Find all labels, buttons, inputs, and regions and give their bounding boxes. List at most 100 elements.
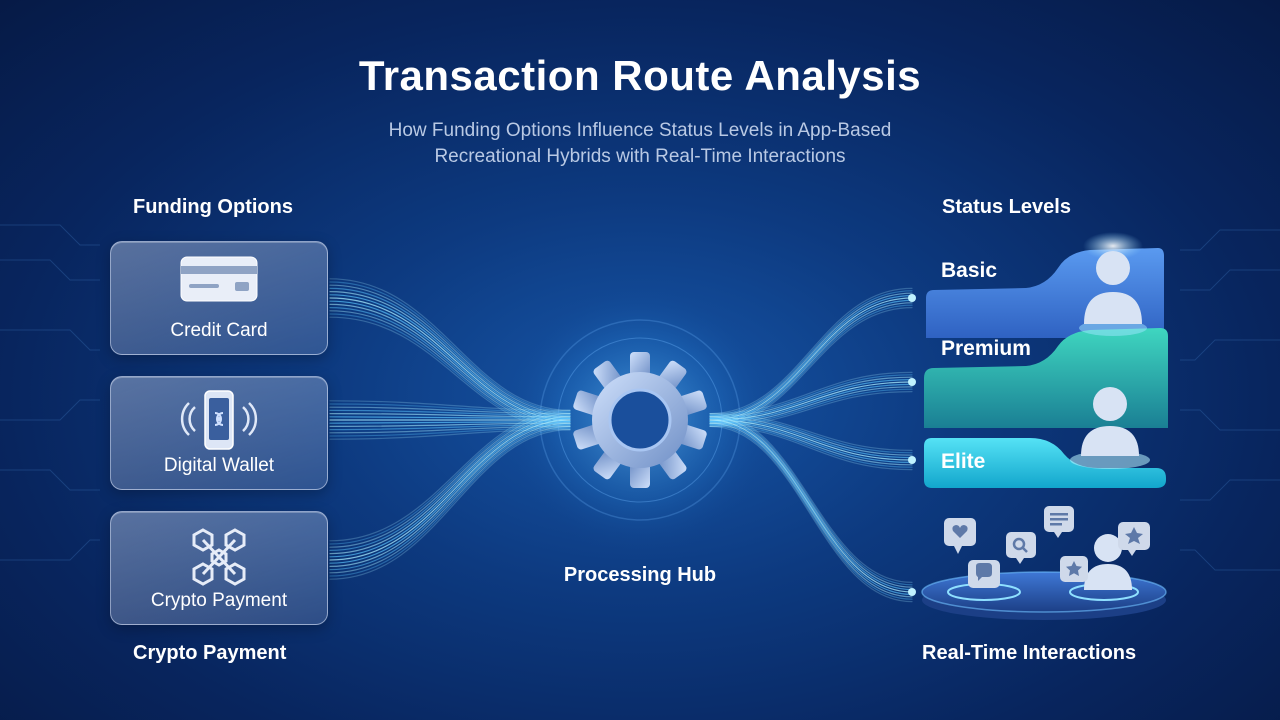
flow-stream-right	[709, 417, 913, 459]
flow-stream-right	[709, 302, 913, 424]
flow-stream-right	[709, 371, 913, 415]
user-avatar-icon	[1070, 387, 1150, 469]
page-title: Transaction Route Analysis	[358, 52, 922, 99]
subtitle-line-2: Recreational Hybrids with Real-Time Inte…	[434, 146, 846, 167]
flow-stream-right	[709, 425, 913, 471]
subtitle-line-1: How Funding Options Influence Status Lev…	[388, 120, 892, 141]
flow-stream-left	[329, 414, 571, 551]
flow-stream-right	[709, 376, 913, 418]
credit-card-icon	[111, 254, 327, 304]
funding-card-crypto-payment[interactable]: Crypto Payment	[110, 511, 328, 625]
star-bubble-icon	[1118, 522, 1150, 556]
processing-hub-label: Processing Hub	[563, 564, 717, 586]
funding-card-label: Digital Wallet	[163, 455, 275, 476]
status-levels-heading: Status Levels	[942, 196, 1071, 218]
star-bubble-icon	[1060, 556, 1088, 582]
flow-stream-right	[709, 425, 913, 603]
phone-wallet-icon	[111, 389, 327, 455]
gear-tooth	[630, 352, 650, 378]
flow-stream-right	[709, 422, 913, 598]
flow-stream-left	[329, 422, 571, 567]
real-time-interactions-label: Real-Time Interactions	[922, 642, 1137, 664]
flow-stream-right	[709, 417, 913, 591]
funding-options-heading: Funding Options	[133, 196, 293, 218]
flow-stream-left	[329, 424, 571, 571]
flow-stream-right	[709, 422, 913, 466]
gear-tooth	[630, 462, 650, 488]
flow-stream-right	[709, 414, 913, 454]
flow-stream-right	[709, 413, 913, 583]
flow-stream-left	[329, 291, 571, 418]
flow-stream-left	[329, 416, 571, 555]
interactions-graphic	[921, 506, 1167, 620]
flow-stream-left	[329, 409, 571, 542]
flow-endpoint	[908, 378, 916, 386]
circuit-lines-right	[1180, 229, 1280, 571]
flow-stream-left	[329, 278, 571, 411]
flow-stream-left	[329, 413, 571, 418]
flow-stream-left	[329, 294, 571, 419]
flow-stream-right	[709, 297, 913, 421]
flow-stream-left	[329, 281, 571, 413]
flow-stream-right	[709, 419, 913, 593]
flow-stream-left	[329, 300, 571, 423]
flow-stream-left	[329, 417, 571, 558]
flow-stream-left	[329, 425, 571, 574]
flow-stream-right	[709, 295, 913, 419]
flow-endpoint	[908, 294, 916, 302]
heart-bubble-icon	[944, 518, 976, 554]
search-bubble-icon	[1006, 532, 1036, 564]
message-bubble-icon	[1044, 506, 1074, 538]
flow-stream-right	[709, 292, 913, 418]
flow-stream-left	[329, 419, 571, 561]
flow-stream-left	[329, 421, 571, 564]
funding-footer-label: Crypto Payment	[133, 642, 287, 664]
flow-stream-right	[709, 287, 913, 415]
chat-bubble-icon	[968, 560, 1000, 588]
funding-card-credit-card[interactable]: Credit Card	[110, 241, 328, 355]
flow-stream-left	[329, 429, 571, 580]
flow-stream-right	[709, 424, 913, 600]
flow-stream-left	[329, 400, 571, 411]
status-tiers-graphic	[924, 232, 1168, 488]
flow-stream-left	[329, 307, 571, 426]
flow-stream-right	[709, 374, 913, 416]
flow-stream-left	[329, 411, 571, 545]
flow-stream-left	[329, 316, 571, 431]
flow-stream-right	[709, 416, 913, 456]
flow-stream-left	[329, 310, 571, 427]
flow-stream-right	[709, 413, 913, 451]
user-avatar-icon	[1084, 534, 1132, 590]
flow-stream-right	[709, 290, 913, 416]
gear-icon	[566, 346, 714, 494]
flow-stream-right	[709, 424, 913, 468]
status-level-premium: Premium	[941, 337, 1031, 360]
flow-stream-left	[329, 416, 571, 419]
flow-stream-left	[329, 427, 571, 577]
flow-stream-left	[329, 409, 571, 416]
flow-stream-right	[709, 419, 913, 461]
flow-stream-right	[709, 379, 913, 419]
flow-stream-left	[329, 303, 571, 424]
circuit-lines-left	[0, 224, 100, 561]
user-avatar-icon	[1079, 251, 1147, 336]
flow-stream-right	[709, 414, 913, 586]
flow-endpoint	[908, 456, 916, 464]
flow-stream-left	[329, 284, 571, 415]
funding-card-label: Credit Card	[170, 320, 268, 341]
funding-card-label: Crypto Payment	[150, 590, 288, 611]
status-level-basic: Basic	[941, 259, 998, 282]
flow-stream-right	[709, 421, 913, 463]
flow-stream-left	[329, 403, 571, 413]
crypto-network-icon	[111, 524, 327, 590]
flow-stream-left	[329, 413, 571, 548]
flow-stream-left	[329, 297, 571, 421]
flow-stream-left	[329, 287, 571, 416]
funding-card-digital-wallet[interactable]: Digital Wallet	[110, 376, 328, 490]
status-level-elite: Elite	[941, 450, 986, 473]
flow-stream-left	[329, 406, 571, 415]
flow-stream-right	[709, 416, 913, 588]
elite-tier	[924, 438, 1166, 488]
flow-stream-right	[709, 421, 913, 595]
